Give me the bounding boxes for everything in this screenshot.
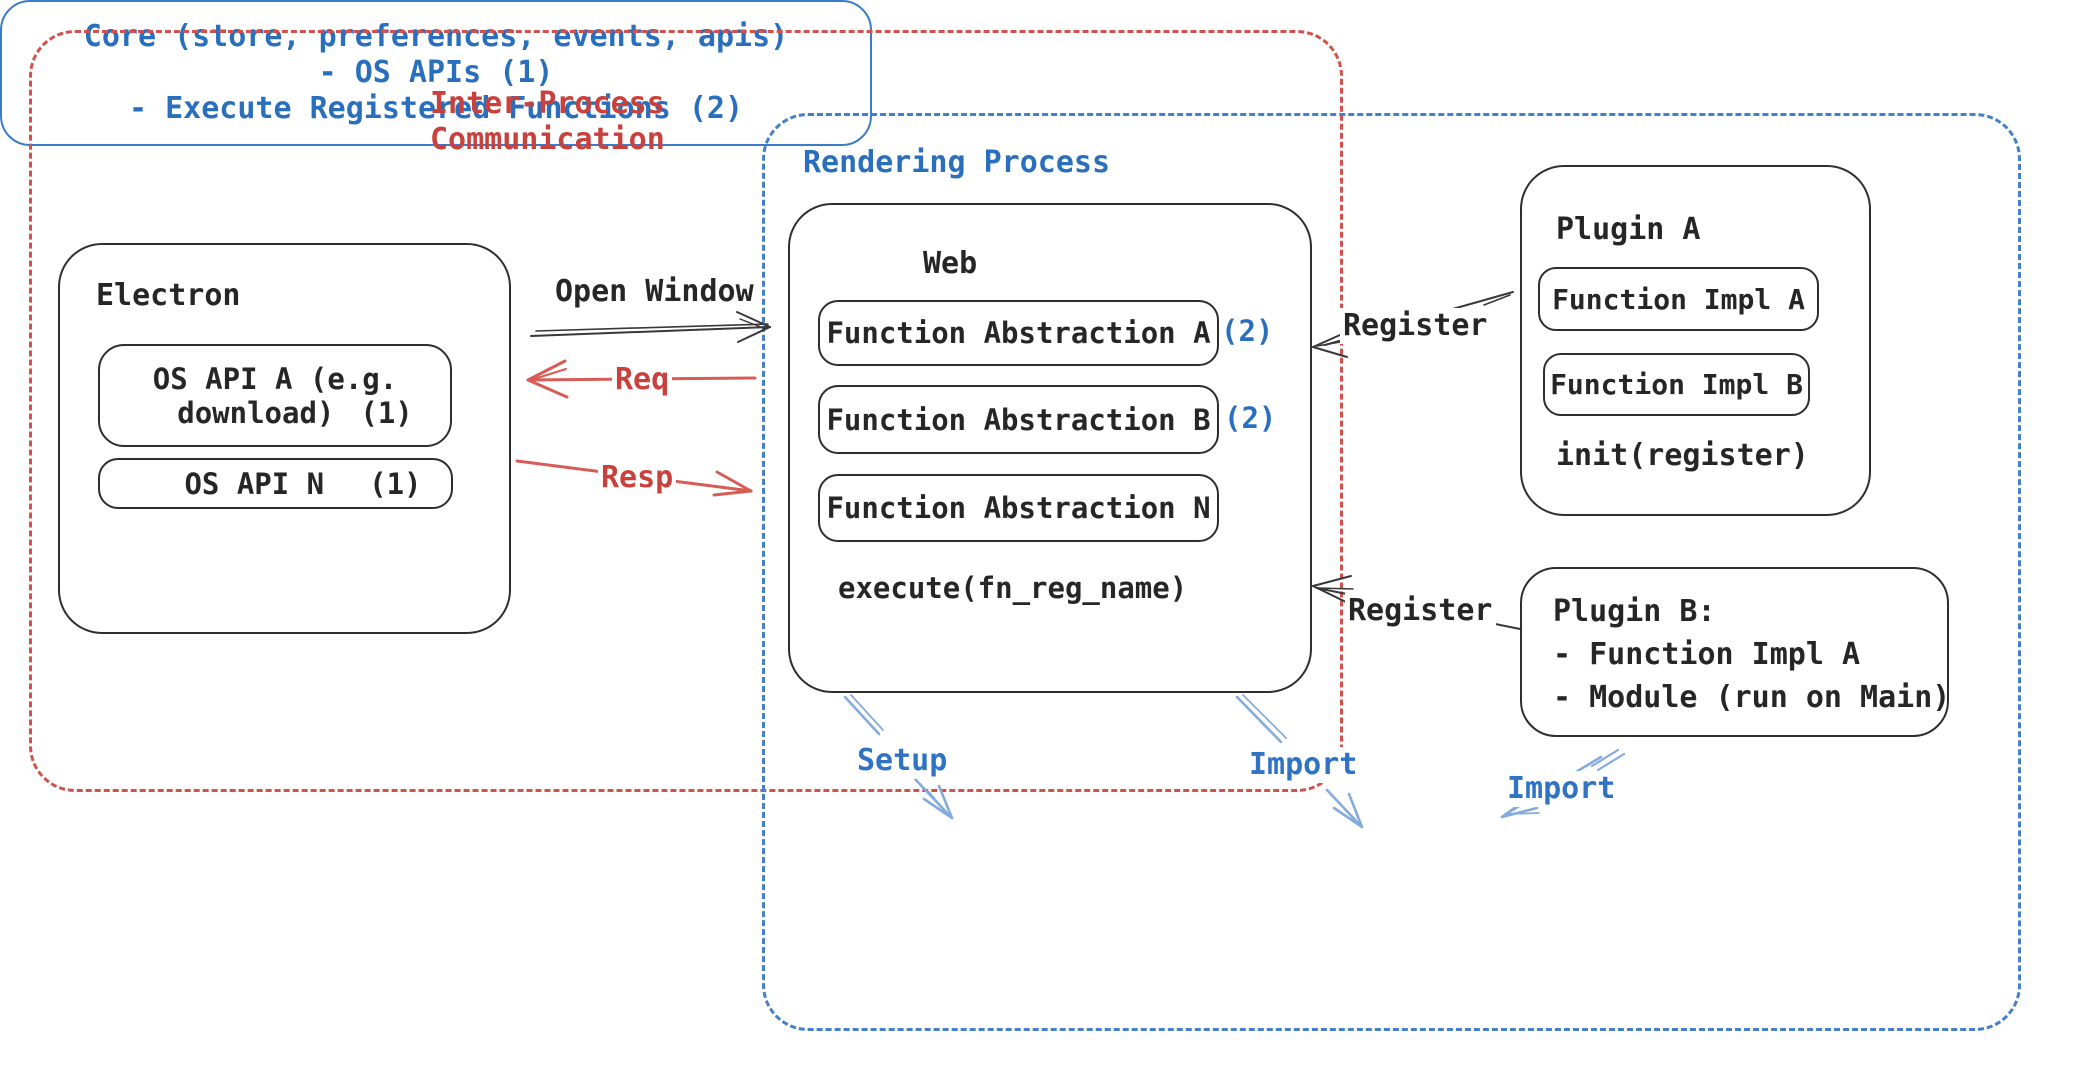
os-api-a-line2-row: download) (1) bbox=[137, 396, 413, 430]
function-impl-a-label: Function Impl A bbox=[1552, 282, 1805, 316]
os-api-n-badge: (1) bbox=[369, 466, 422, 501]
plugin-b-text: Plugin B: - Function Impl A - Module (run … bbox=[1550, 590, 1953, 719]
plugin-b-title: Plugin B: bbox=[1553, 594, 1716, 629]
function-abstraction-a-badge: (2) bbox=[1221, 314, 1274, 348]
os-api-a-badge: (1) bbox=[360, 395, 413, 430]
import-right-label: Import bbox=[1504, 771, 1619, 807]
function-abstraction-b-badge: (2) bbox=[1224, 401, 1277, 435]
os-api-n-row: OS API N (1) bbox=[129, 467, 421, 501]
ipc-label-line2: Communication bbox=[430, 122, 665, 157]
setup-label: Setup bbox=[854, 743, 951, 779]
function-impl-a-box: Function Impl A bbox=[1538, 267, 1819, 331]
req-label: Req bbox=[612, 362, 673, 398]
inter-process-communication-region bbox=[29, 30, 1343, 792]
resp-label: Resp bbox=[598, 460, 677, 496]
os-api-a-line2: download) bbox=[177, 395, 335, 430]
os-api-n-label: OS API N bbox=[184, 466, 325, 501]
function-abstraction-n-label: Function Abstraction N bbox=[826, 491, 1211, 525]
function-abstraction-b-box: Function Abstraction B bbox=[818, 385, 1219, 454]
plugin-b-item-1: - Function Impl A bbox=[1553, 637, 1861, 672]
ipc-label-line1: Inter-Process bbox=[430, 86, 665, 121]
register-bottom-label: Register bbox=[1345, 593, 1496, 629]
function-abstraction-b-label: Function Abstraction B bbox=[826, 402, 1211, 437]
execute-label: execute(fn_reg_name) bbox=[838, 571, 1188, 605]
function-abstraction-n-box: Function Abstraction N bbox=[818, 474, 1219, 542]
plugin-b-box bbox=[1520, 567, 1949, 737]
os-api-n-box: OS API N (1) bbox=[98, 458, 453, 509]
core-line-2: - OS APIs (1) bbox=[318, 55, 554, 90]
open-window-label: Open Window bbox=[555, 274, 754, 309]
register-top-label: Register bbox=[1340, 308, 1491, 344]
function-impl-b-label: Function Impl B bbox=[1550, 368, 1803, 401]
function-abstraction-a-box: Function Abstraction A bbox=[818, 300, 1219, 366]
function-abstraction-a-label: Function Abstraction A bbox=[826, 316, 1211, 350]
os-api-a-line1: OS API A (e.g. bbox=[152, 361, 398, 396]
electron-title: Electron bbox=[96, 278, 241, 313]
rendering-process-region bbox=[762, 113, 2021, 1031]
plugin-a-box bbox=[1520, 165, 1871, 516]
web-title: Web bbox=[923, 246, 978, 281]
rendering-region-label: Rendering Process bbox=[803, 145, 1111, 180]
os-api-a-box: OS API A (e.g. download) (1) bbox=[98, 344, 452, 447]
function-impl-b-box: Function Impl B bbox=[1543, 353, 1810, 416]
core-line-1: Core (store, preferences, events, apis) bbox=[83, 19, 789, 54]
import-left-label: Import bbox=[1246, 747, 1361, 783]
plugin-b-item-2: - Module (run on Main) bbox=[1553, 680, 1951, 715]
init-register-label: init(register) bbox=[1556, 438, 1809, 473]
plugin-a-title: Plugin A bbox=[1556, 212, 1701, 247]
core-line-3: - Execute Registered Functions (2) bbox=[128, 91, 744, 126]
core-box: Core (store, preferences, events, apis) … bbox=[0, 0, 872, 146]
